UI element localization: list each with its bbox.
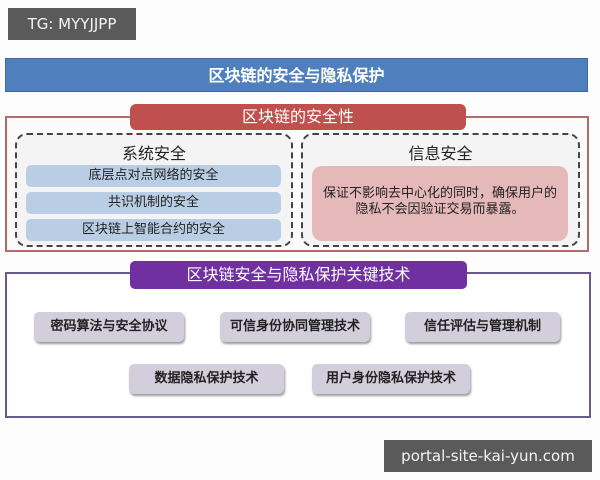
diagram-title: 区块链的安全与隐私保护 (5, 58, 588, 92)
tech-item: 可信身份协同管理技术 (220, 312, 370, 342)
system-item: 区块链上智能合约的安全 (26, 219, 281, 241)
tech-item: 密码算法与安全协议 (34, 312, 184, 342)
watermark-top: TG: MYYJJPP (8, 8, 136, 40)
tech-item: 用户身份隐私保护技术 (312, 364, 470, 394)
info-security-title: 信息安全 (408, 144, 473, 163)
tech-section: 密码算法与安全协议 可信身份协同管理技术 信任评估与管理机制 数据隐私保护技术 … (5, 272, 591, 418)
system-item: 共识机制的安全 (26, 192, 281, 214)
security-section: 系统安全 底层点对点网络的安全 共识机制的安全 区块链上智能合约的安全 信息安全… (5, 116, 589, 252)
system-security-group: 系统安全 底层点对点网络的安全 共识机制的安全 区块链上智能合约的安全 (15, 133, 293, 247)
info-security-group: 信息安全 保证不影响去中心化的同时，确保用户的隐私不会因验证交易而暴露。 (301, 133, 580, 247)
info-security-description: 保证不影响去中心化的同时，确保用户的隐私不会因验证交易而暴露。 (312, 166, 568, 241)
tech-item: 数据隐私保护技术 (129, 364, 284, 394)
tech-section-label: 区块链安全与隐私保护关键技术 (130, 261, 467, 289)
system-security-title: 系统安全 (121, 144, 186, 163)
system-item: 底层点对点网络的安全 (26, 165, 281, 187)
tech-item: 信任评估与管理机制 (405, 312, 560, 342)
watermark-bottom: portal-site-kai-yun.com (384, 440, 592, 472)
security-section-label: 区块链的安全性 (130, 104, 466, 130)
